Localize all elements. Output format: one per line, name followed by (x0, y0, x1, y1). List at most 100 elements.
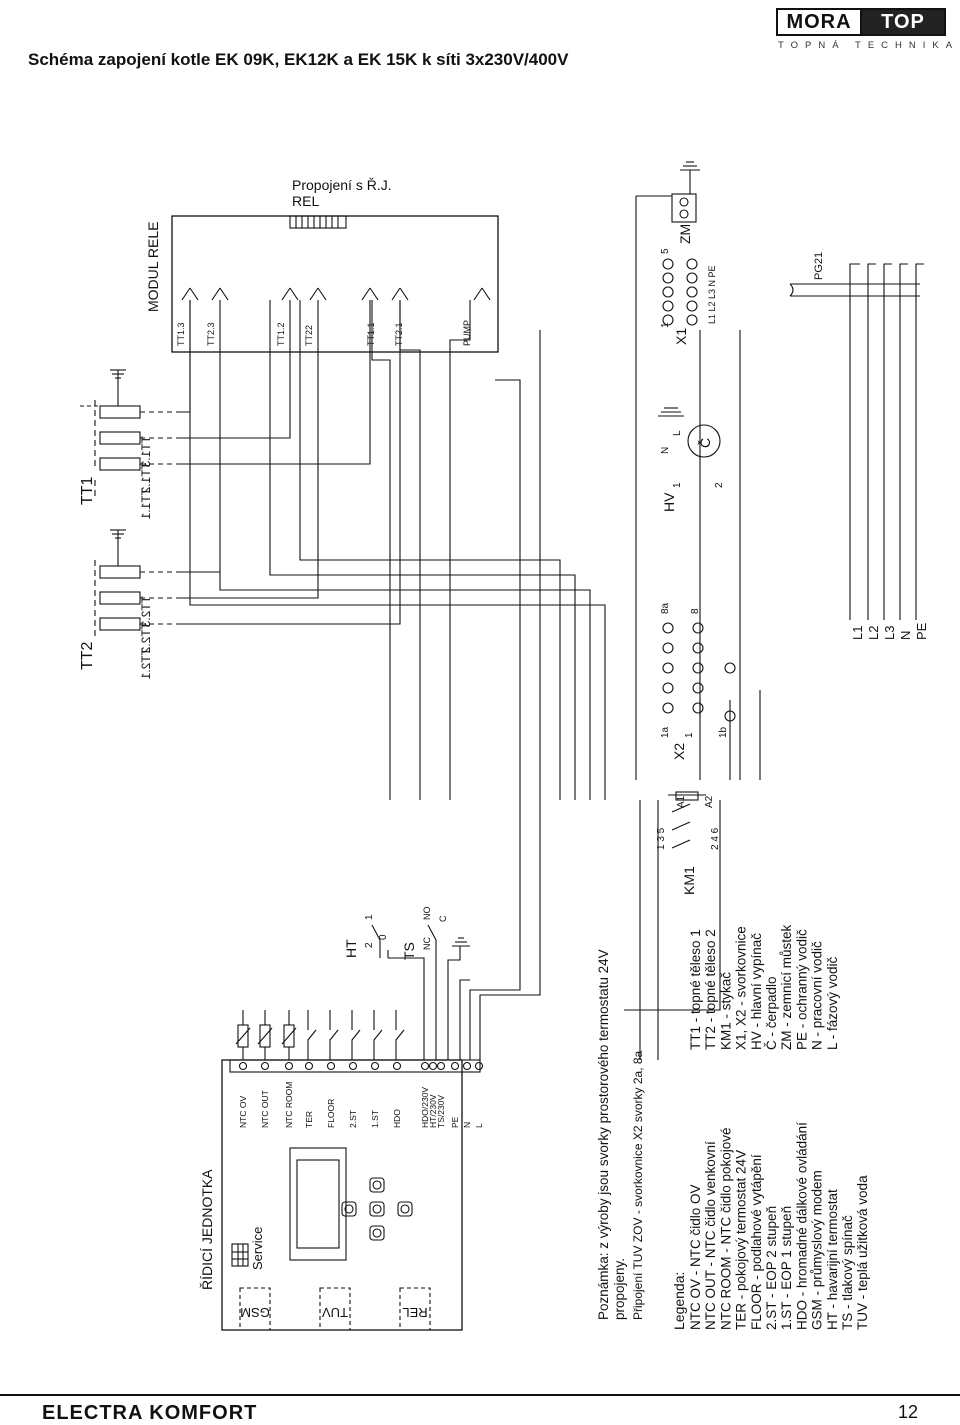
footer-page-number: 12 (898, 1402, 919, 1422)
brand-logo: MORA TOP TOPNÁ TECHNIKA (776, 8, 952, 52)
x2-8: 8 (690, 608, 701, 614)
x1-screw-bottom-3 (686, 300, 698, 312)
mains-lines (624, 195, 924, 1060)
x2-screw-bottom-4 (692, 702, 704, 714)
footer-rule (0, 1394, 960, 1396)
rel-module (399, 1287, 431, 1331)
legend-right-item-9: L - fázový vodič (825, 956, 840, 1050)
gsm-label: GSM (240, 1305, 270, 1320)
terminal-screw-2 (284, 1061, 294, 1071)
tt2-heater-label-1: TT2.2 (139, 622, 153, 654)
note-line-3: Připojení TUV ZOV - svorkovnice X2 svork… (631, 1050, 645, 1320)
x2-screw-top-1 (662, 642, 674, 654)
tt2-label: TT2 (79, 641, 96, 670)
logo-subtitle: TOPNÁ TECHNIKA (778, 40, 960, 51)
terminal-label-0: NTC OV (238, 1096, 248, 1128)
relay-output-label-5: TT2.1 (394, 322, 404, 346)
terminal-screw-11 (450, 1061, 460, 1071)
ts-label: TS (401, 942, 417, 960)
gsm-module (239, 1287, 271, 1331)
ts-nc: NC (422, 937, 432, 950)
legend-left-item-4: FLOOR - podlahové vytápění (749, 1154, 764, 1330)
x1-screw-bottom-1 (686, 272, 698, 284)
legend-left-item-1: NTC OUT - NTC čidlo venkovní (703, 1141, 718, 1330)
control-unit: ŘÍDICÍ JEDNOTKA Service GSM TUV REL (199, 1059, 484, 1331)
rel-connector (289, 215, 347, 229)
hv-label: HV (661, 492, 677, 512)
tt1-heater-label-2: TT1.1 (139, 488, 153, 520)
legend-right-item-6: ZM - zemnicí můstek (779, 924, 794, 1050)
hv-2: 2 (714, 482, 725, 488)
terminal-label-9: HT/230V (428, 1094, 438, 1128)
x1-1: 1 (660, 322, 671, 328)
legend-right-item-5: Č - čerpadlo (764, 976, 779, 1050)
km1-label: KM1 (681, 866, 697, 895)
x2-8a: 8a (660, 602, 671, 614)
tt2-heater-label-2: TT2.1 (139, 648, 153, 680)
service-label: Service (250, 1227, 265, 1270)
hv-1: 1 (672, 482, 683, 488)
terminal-block (229, 1059, 481, 1073)
x2-1a: 1a (660, 726, 671, 738)
relay-output-label-0: TT1.3 (176, 322, 186, 346)
tt2-heater-label-0: TT2.3 (139, 596, 153, 628)
terminal-label-10: TS/230V (436, 1095, 446, 1128)
x2-1: 1 (684, 732, 695, 738)
legend-right-item-2: KM1 - stykač (718, 972, 733, 1050)
legend-left-item-8: GSM - průmyslový modem (810, 1170, 825, 1330)
x2-screw-top-2 (662, 662, 674, 674)
zm-label: ZM (677, 224, 693, 244)
relay-contacts (181, 287, 491, 301)
terminal-label-5: 2.ST (348, 1110, 358, 1128)
terminal-screw-10 (436, 1061, 446, 1071)
mains-label-4: PE (914, 622, 929, 640)
ground-symbol (452, 937, 470, 947)
hv-n: N (660, 447, 671, 454)
terminal-screw-1 (260, 1061, 270, 1071)
service-connector (231, 1243, 249, 1267)
page-title: Schéma zapojení kotle EK 09K, EK12K a EK… (28, 50, 569, 69)
legend-left-item-9: HT - havarijní termostat (825, 1189, 840, 1330)
tuv-label: TUV (322, 1305, 348, 1320)
km1-bottom-terminals: 2 4 6 (710, 827, 721, 850)
zm-bridge: ZM (671, 161, 700, 244)
terminal-label-4: FLOOR (326, 1099, 336, 1128)
legend-left-item-3: TER - pokojový termostat 24V (734, 1150, 749, 1330)
x2-screw-top-4 (662, 702, 674, 714)
tt1-label: TT1 (79, 476, 96, 505)
legend-left-title: Legenda: (671, 1272, 687, 1330)
legend-right-item-1: TT2 - topné těleso 2 (703, 929, 718, 1050)
sensor-symbols (235, 1010, 405, 1060)
note-line-1: Poznámka: z výroby jsou svorky prostorov… (596, 949, 611, 1320)
x1-screw-top-2 (662, 286, 674, 298)
legend-left-item-0: NTC OV - NTC čidlo OV (688, 1184, 703, 1330)
relay-module-label: MODUL RELE (145, 221, 161, 312)
ht-label: HT (343, 939, 359, 958)
tuv-module (319, 1287, 351, 1331)
terminal-label-2: NTC ROOM (284, 1082, 294, 1128)
legend-left-item-7: HDO - hromadné dálkové ovládání (794, 1122, 809, 1330)
x1-screw-top-0 (662, 258, 674, 270)
note-line-2: propojeny. (612, 1258, 627, 1320)
ts-pressure-switch: TS NC NO C (401, 907, 470, 960)
rel-label: REL (292, 193, 319, 209)
ts-c: C (438, 915, 448, 922)
legend-left-item-2: NTC ROOM - NTC čidlo pokojové (718, 1127, 733, 1330)
x1-screw-bottom-4 (686, 314, 698, 326)
legend-left-item-10: TS - tlakový spínač (840, 1215, 855, 1330)
terminal-label-1: NTC OUT (260, 1090, 270, 1128)
terminal-label-7: HDO (392, 1109, 402, 1128)
pg21-gland: PG21 (789, 252, 920, 297)
mains-label-3: N (898, 631, 913, 640)
relay-output-label-2: TT1.2 (276, 322, 286, 346)
x2-1b: 1b (718, 726, 729, 738)
